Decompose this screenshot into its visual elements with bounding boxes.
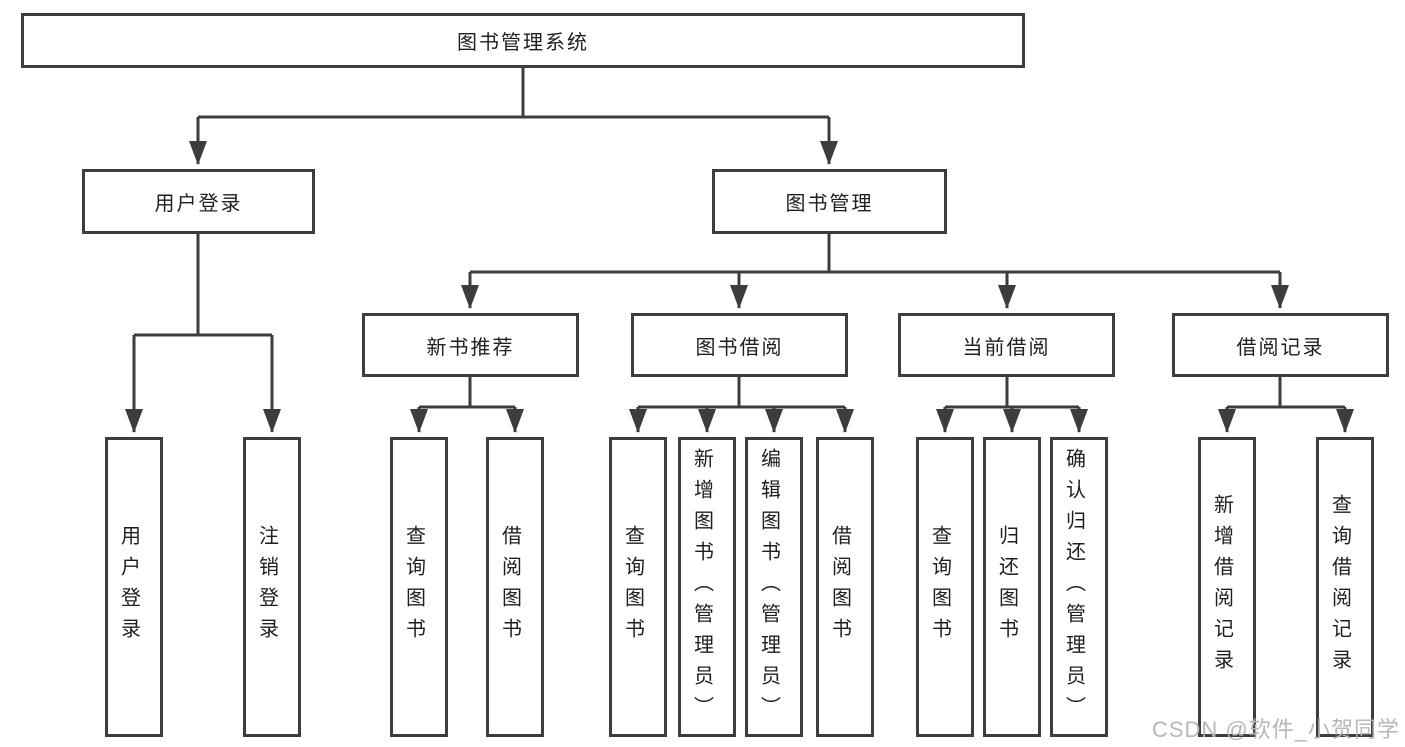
node-label: 确认归还（管理员） <box>1062 447 1085 727</box>
leaf-query-borrow-record: 查询借阅记录 <box>1316 437 1374 737</box>
node-label: 查询图书 <box>928 525 951 649</box>
node-label: 图书管理系统 <box>457 32 589 54</box>
node-label: 查询借阅记录 <box>1328 494 1351 680</box>
leaf-return-book: 归还图书 <box>983 437 1041 737</box>
node-label: 用户登录 <box>154 193 243 215</box>
leaf-add-book-admin: 新增图书（管理员） <box>678 437 736 737</box>
node-library-management-system: 图书管理系统 <box>21 13 1025 68</box>
node-new-book-recommendation: 新书推荐 <box>362 313 579 377</box>
node-label: 注销登录 <box>255 525 278 649</box>
node-label: 查询图书 <box>402 525 425 649</box>
node-label: 借阅记录 <box>1236 336 1325 359</box>
node-label: 新增图书（管理员） <box>690 447 713 727</box>
leaf-query-books-current: 查询图书 <box>916 437 974 737</box>
leaf-add-borrow-record: 新增借阅记录 <box>1198 437 1256 737</box>
node-label: 借阅图书 <box>828 525 851 649</box>
leaf-query-books-recommend: 查询图书 <box>390 437 448 737</box>
node-current-borrowing: 当前借阅 <box>898 313 1115 377</box>
node-label: 编辑图书（管理员） <box>757 447 780 727</box>
node-label: 图书管理 <box>785 193 874 215</box>
leaf-edit-book-admin: 编辑图书（管理员） <box>745 437 803 737</box>
node-book-borrowing: 图书借阅 <box>631 313 848 377</box>
node-user-login: 用户登录 <box>82 169 315 234</box>
leaf-query-books-borrow: 查询图书 <box>609 437 667 737</box>
leaf-confirm-return-admin: 确认归还（管理员） <box>1050 437 1108 737</box>
node-label: 查询图书 <box>621 525 644 649</box>
leaf-borrow-books-recommend: 借阅图书 <box>486 437 544 737</box>
node-label: 新增借阅记录 <box>1210 494 1233 680</box>
node-label: 当前借阅 <box>962 336 1051 359</box>
node-label: 用户登录 <box>117 525 140 649</box>
leaf-borrow-books: 借阅图书 <box>816 437 874 737</box>
node-borrowing-records: 借阅记录 <box>1172 313 1389 377</box>
node-label: 借阅图书 <box>498 525 521 649</box>
leaf-user-login: 用户登录 <box>105 437 163 737</box>
node-label: 图书借阅 <box>695 336 784 359</box>
node-book-management: 图书管理 <box>712 169 947 234</box>
node-label: 新书推荐 <box>426 336 515 359</box>
csdn-watermark: CSDN @软件_小贺同学 <box>1151 717 1400 742</box>
leaf-logout: 注销登录 <box>243 437 301 737</box>
node-label: 归还图书 <box>995 525 1018 649</box>
